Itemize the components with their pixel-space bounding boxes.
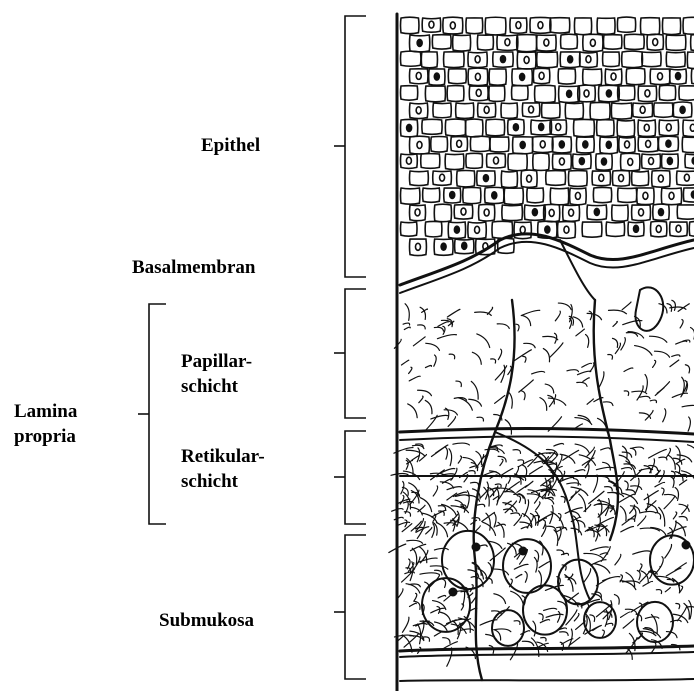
label-epithel: Epithel bbox=[201, 133, 260, 158]
label-basalmembran: Basalmembran bbox=[132, 255, 256, 280]
bracket-papillarschicht bbox=[334, 289, 366, 418]
tissue-column bbox=[389, 14, 694, 691]
bracket-submukosa bbox=[334, 535, 366, 679]
bracket-epithel bbox=[334, 16, 366, 277]
label-retikularschicht: Retikular- schicht bbox=[181, 444, 265, 494]
label-submukosa: Submukosa bbox=[159, 608, 254, 633]
bracket-retikularschicht bbox=[334, 431, 366, 524]
bracket-lamina-propria bbox=[138, 304, 166, 524]
label-lamina-propria: Lamina propria bbox=[14, 399, 77, 449]
label-papillarschicht: Papillar- schicht bbox=[181, 349, 252, 399]
